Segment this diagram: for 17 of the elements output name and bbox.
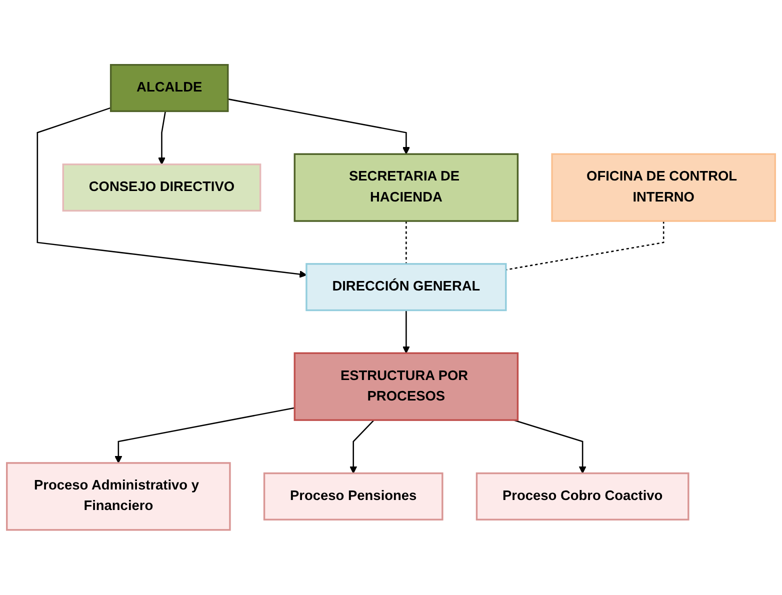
arrow: [350, 420, 374, 474]
node-box: OFICINA DE CONTROL INTERNO: [551, 153, 776, 222]
node-box: CONSEJO DIRECTIVO: [62, 164, 262, 212]
arrow: [228, 98, 410, 155]
connector: [406, 221, 407, 264]
arrow: [158, 111, 166, 165]
arrow: [114, 407, 295, 464]
node-box: Proceso Cobro Coactivo: [476, 472, 690, 521]
node-box: ALCALDE: [110, 64, 229, 112]
arrow: [402, 310, 410, 354]
node-box: SECRETARIA DE HACIENDA: [294, 153, 519, 222]
arrow: [36, 107, 307, 278]
node-box: ESTRUCTURA POR PROCESOS: [294, 352, 519, 422]
node-box: Proceso Pensiones: [263, 472, 444, 521]
arrow: [513, 420, 586, 474]
node-box: Proceso Administrativo y Financiero: [6, 462, 231, 531]
node-box: DIRECCIÓN GENERAL: [306, 263, 507, 312]
